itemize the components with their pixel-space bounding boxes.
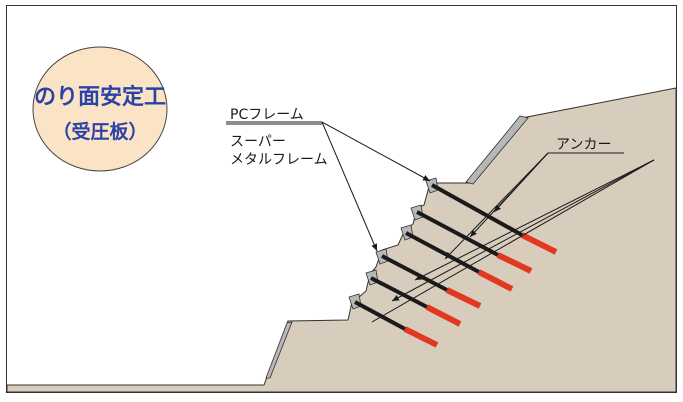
upper-frame-strip — [465, 115, 529, 185]
leader-lines — [226, 121, 655, 323]
title-badge — [32, 46, 168, 172]
anchor-3 — [405, 231, 514, 292]
anchor-2 — [416, 210, 533, 274]
anchor-4 — [381, 254, 482, 309]
leader-anchor-6 — [371, 159, 655, 323]
lower-frame-strip — [265, 321, 293, 379]
anchors — [354, 183, 558, 348]
subtitle-text: （受圧板） — [52, 120, 147, 143]
anchor-5 — [370, 276, 462, 327]
soil-mass — [6, 87, 677, 393]
anchor-6 — [354, 300, 439, 348]
anchor-1 — [431, 183, 558, 255]
leader-anchor-3 — [444, 152, 549, 260]
leader-pc-frame-lower — [321, 121, 378, 252]
leader-anchor-5 — [391, 159, 655, 302]
title-text: のり面安定工 — [34, 84, 166, 110]
label-super-line2: メタルフレーム — [230, 152, 328, 168]
leader-anchor-4 — [414, 159, 655, 281]
label-anchor: アンカー — [556, 137, 611, 153]
label-pc-frame: PCフレーム — [230, 107, 304, 123]
label-super-line1: スーパー — [230, 134, 286, 150]
